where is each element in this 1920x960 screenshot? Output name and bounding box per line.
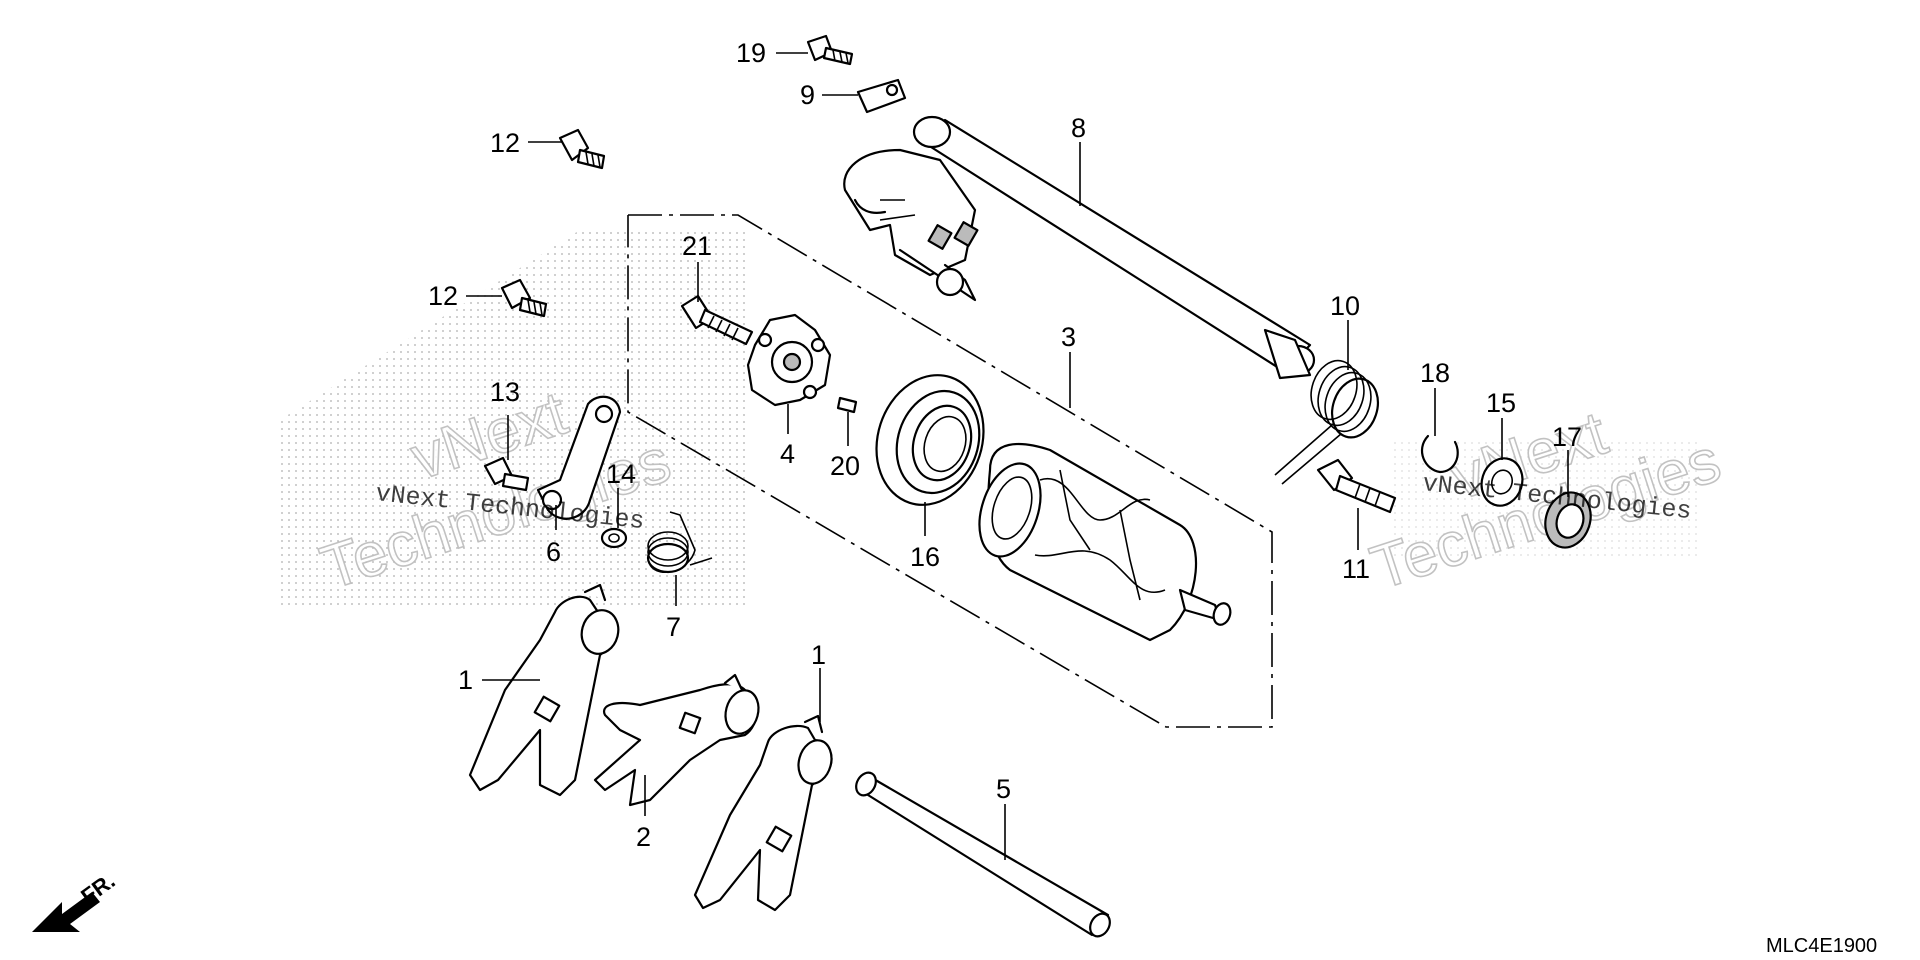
part-1-shift-fork-left (468, 583, 620, 797)
part-9-plate (856, 78, 907, 114)
callout-12-upper: 12 (490, 128, 520, 158)
callout-14: 14 (606, 459, 636, 489)
part-10-spring (1274, 359, 1379, 485)
watermark-dot-area-left (280, 230, 750, 610)
part-16-bearing (875, 374, 985, 506)
front-arrow-icon (32, 892, 100, 932)
part-14-washer (600, 527, 628, 549)
callout-15: 15 (1486, 388, 1516, 418)
callout-9: 9 (800, 80, 815, 110)
callout-6: 6 (546, 537, 561, 567)
callout-20: 20 (830, 451, 860, 481)
callout-4: 4 (780, 439, 795, 469)
callout-13: 13 (490, 377, 520, 407)
part-12-bolt-lower (500, 278, 548, 318)
callout-18: 18 (1420, 358, 1450, 388)
callout-17: 17 (1552, 422, 1582, 452)
callout-1-left: 1 (458, 665, 473, 695)
callout-11: 11 (1342, 554, 1370, 584)
callout-2: 2 (636, 822, 651, 852)
part-17-oil-seal (1544, 491, 1592, 549)
part-7-return-spring (646, 511, 713, 574)
callout-8: 8 (1071, 113, 1086, 143)
callout-12-lower: 12 (428, 281, 458, 311)
callout-10: 10 (1330, 291, 1360, 321)
diagram-code: MLC4E1900 (1766, 935, 1877, 957)
part-13-bolt (483, 456, 530, 492)
part-5-fork-shaft (855, 771, 1111, 938)
callout-16: 16 (910, 542, 940, 572)
part-20-dowel-pin (836, 396, 858, 414)
part-2-shift-fork-center (593, 673, 760, 807)
callout-labels: 19 9 12 12 13 8 21 3 10 18 15 17 11 4 20… (428, 38, 1582, 852)
leader-lines (466, 52, 1569, 860)
callout-21: 21 (682, 231, 712, 261)
assembly-boundary-outline (627, 214, 1273, 728)
part-11-pin-bolt (1316, 458, 1397, 514)
callout-3: 3 (1061, 322, 1076, 352)
callout-5: 5 (996, 774, 1011, 804)
part-15-washer (1480, 457, 1524, 507)
part-4-shift-drum-center (746, 313, 832, 407)
callout-19: 19 (736, 38, 766, 68)
callout-7: 7 (666, 612, 681, 642)
watermark-dot-area-right (1390, 440, 1700, 560)
part-1-shift-fork-right (693, 714, 833, 912)
callout-1-right: 1 (811, 640, 826, 670)
part-6-stopper-arm (536, 395, 622, 520)
part-18-circlip (1421, 434, 1459, 474)
part-19-bolt (806, 34, 854, 66)
part-3-shift-drum (978, 442, 1232, 642)
part-12-bolt-upper (558, 128, 606, 170)
part-8-gearshift-spindle (843, 115, 1316, 380)
front-direction-marker: FR. (32, 868, 120, 932)
part-21-bolt (680, 294, 754, 346)
